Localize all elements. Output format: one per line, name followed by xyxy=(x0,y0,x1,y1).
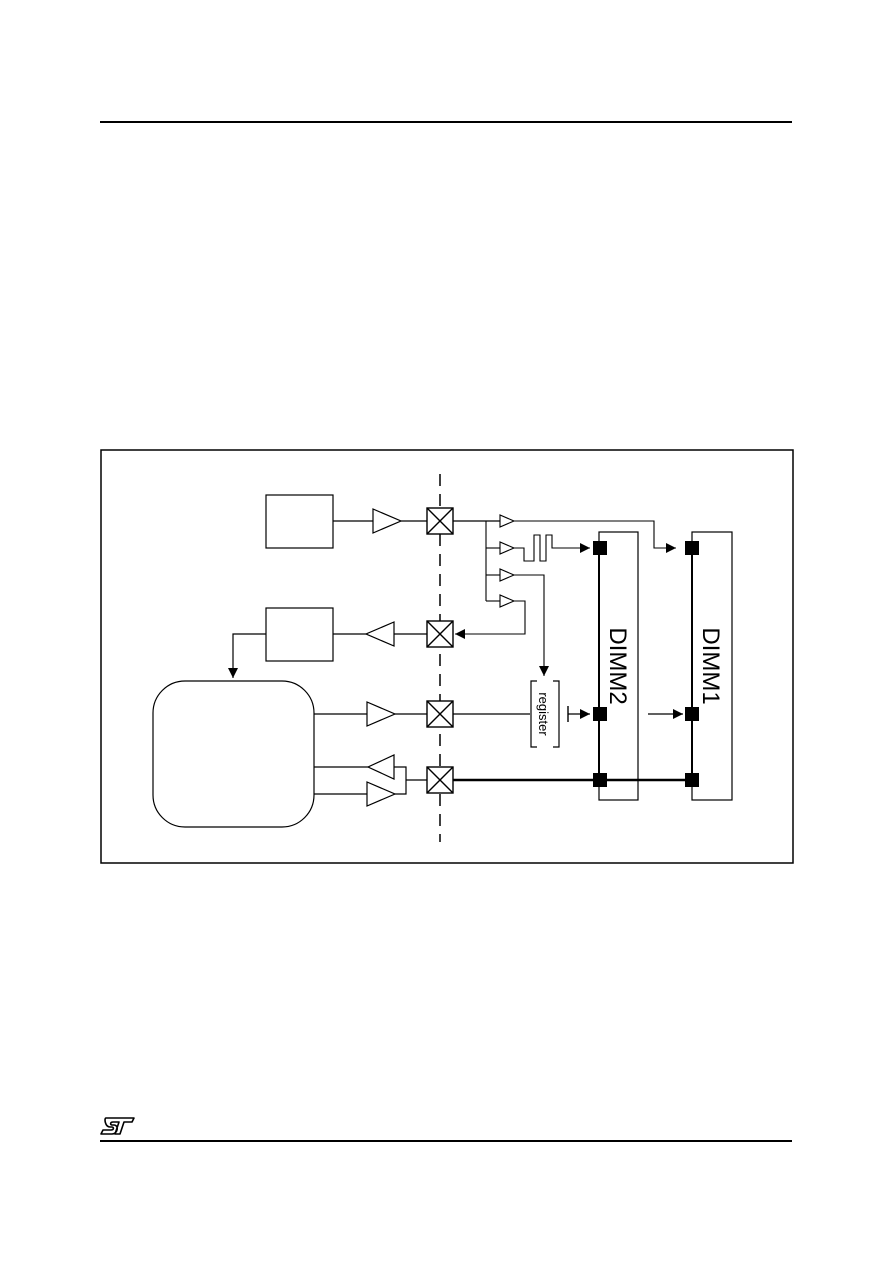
header-rule xyxy=(100,121,792,123)
io-pads xyxy=(426,507,454,794)
dimm1-module: DIMM1 xyxy=(691,531,733,801)
dimm-pins xyxy=(593,541,699,787)
figure-frame xyxy=(100,449,794,864)
fanout-buffers xyxy=(455,514,676,676)
pad-1 xyxy=(426,507,454,535)
pad-2 xyxy=(426,620,454,648)
row2-input xyxy=(228,621,427,678)
pad-4 xyxy=(426,766,454,794)
controller-block xyxy=(152,680,315,828)
row3-path xyxy=(314,701,530,727)
register-label: register xyxy=(536,692,551,736)
buffer-triangle xyxy=(366,701,397,727)
row4-bidir xyxy=(314,754,692,807)
pad-3 xyxy=(426,700,454,728)
footer-rule xyxy=(100,1140,792,1142)
dimm2-label: DIMM2 xyxy=(604,627,631,704)
st-logo-icon xyxy=(100,1117,135,1135)
dimm1-label: DIMM1 xyxy=(697,627,724,704)
register-element: register xyxy=(530,680,590,748)
receiver-triangle xyxy=(364,621,395,647)
buffer-triangle xyxy=(372,508,403,534)
buffer-triangle xyxy=(366,781,397,807)
dimm2-module: DIMM2 xyxy=(598,531,639,801)
receiver-triangle xyxy=(366,754,395,780)
input-block xyxy=(265,607,334,662)
row1-output xyxy=(333,508,500,534)
output-block xyxy=(265,494,334,549)
